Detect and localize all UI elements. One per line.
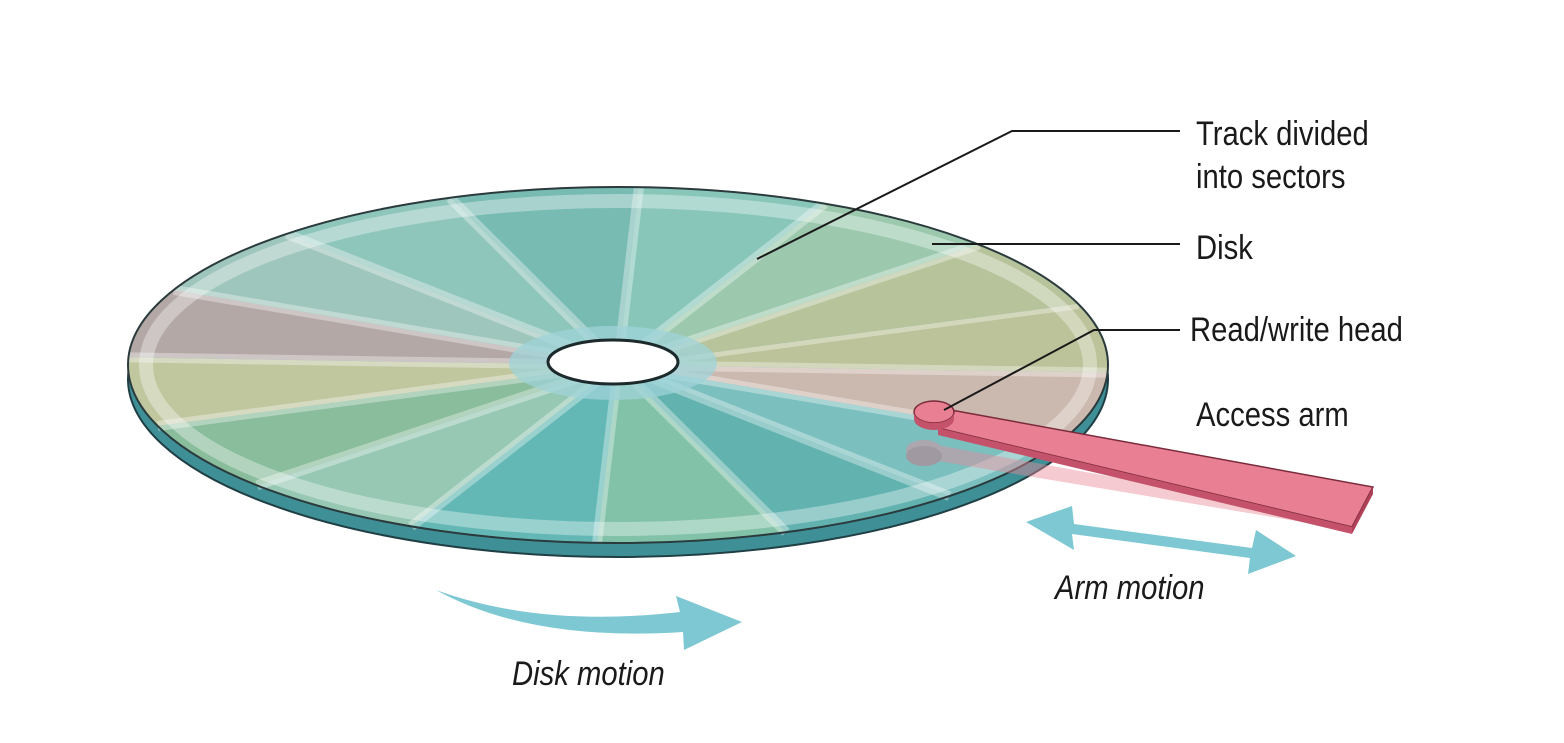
label-track-line-2: into sectors (1196, 158, 1346, 196)
disk-sector (286, 197, 618, 365)
label-arm-motion: Arm motion (1055, 569, 1205, 607)
disk-sector (128, 289, 618, 365)
disk-sector (618, 365, 950, 533)
disk-sector (173, 233, 618, 365)
arm-motion-arrow (1026, 506, 1296, 574)
outer-track (139, 194, 1097, 536)
disk-sector (618, 187, 825, 365)
disk-sector (411, 365, 618, 543)
disk-sector (618, 203, 979, 365)
leader-line-track (756, 130, 1180, 260)
disk-sector (597, 365, 786, 543)
disk-sector (157, 365, 618, 486)
ghost-access-arm (906, 440, 1350, 530)
disk-sector (127, 357, 618, 426)
disk-sector (257, 365, 618, 527)
read-write-head (913, 400, 955, 424)
disk-sector (618, 244, 1079, 365)
label-read-write-head: Read/write head (1190, 311, 1403, 349)
disk-sector (450, 187, 639, 365)
spindle-hole (546, 338, 680, 386)
disk-outline (127, 186, 1109, 544)
disk-sectors (127, 186, 1109, 544)
label-disk-motion: Disk motion (512, 655, 665, 693)
label-track-line-1: Track divided (1196, 115, 1369, 153)
access-arm (913, 400, 1375, 534)
disk-motion-arrow (436, 590, 742, 650)
label-access-arm: Access arm (1196, 396, 1349, 434)
leader-line-head (943, 329, 1180, 411)
label-disk: Disk (1196, 229, 1253, 267)
disk-sector (618, 365, 1063, 497)
disk-sector (618, 304, 1109, 373)
